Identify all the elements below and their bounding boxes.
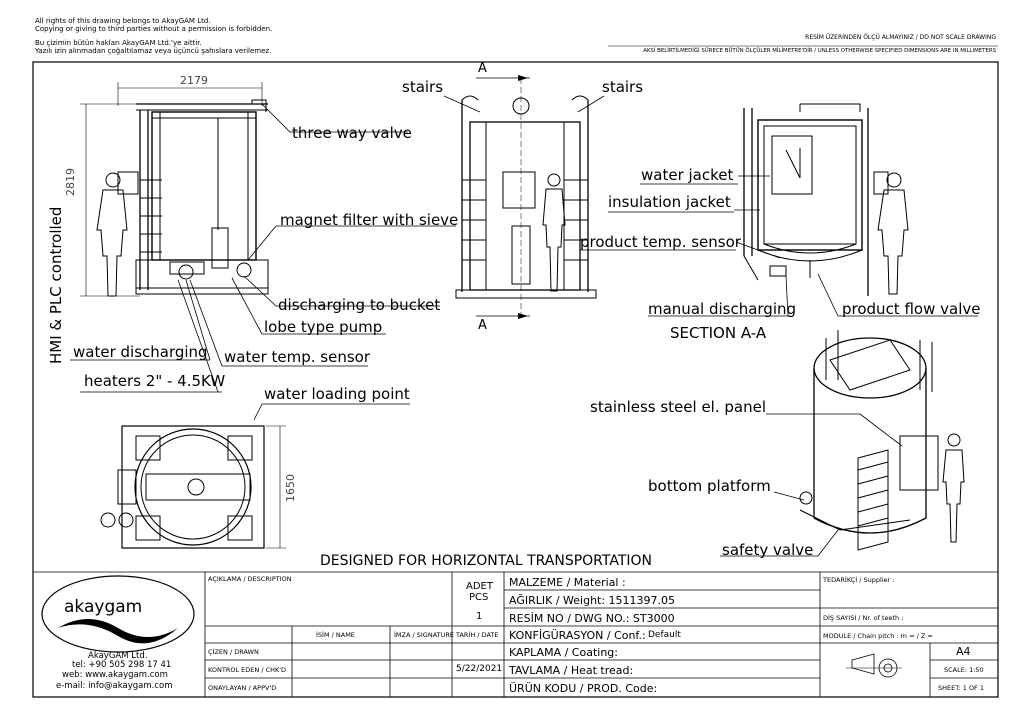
tb-sheet: SHEET: 1 OF 1 xyxy=(938,684,984,692)
label-three-way-valve: three way valve xyxy=(292,124,412,142)
label-water-discharging: water discharging xyxy=(73,343,208,361)
copyright-line-2: Copying or giving to third parties witho… xyxy=(35,25,273,33)
front-view xyxy=(80,82,269,297)
tb-size: A4 xyxy=(956,645,971,658)
tb-coating: KAPLAMA / Coating: xyxy=(509,646,618,659)
label-lobe-pump: lobe type pump xyxy=(264,318,383,336)
label-stairs-left: stairs xyxy=(402,78,444,96)
label-section-aa: SECTION A-A xyxy=(670,324,767,342)
label-discharging-bucket: discharging to bucket xyxy=(278,296,441,314)
tb-drawn: ÇİZEN / DRAWN xyxy=(208,648,259,656)
tb-scale: SCALE: 1:50 xyxy=(944,666,984,674)
label-safety-valve: safety valve xyxy=(722,541,814,559)
label-heaters: heaters 2" - 4.5KW xyxy=(84,372,226,390)
copyright-line-3: Bu çizimin bütün hakları AkayGAM Ltd.'ye… xyxy=(35,39,202,47)
do-not-scale-note: RESİM ÜZERİNDEN ÖLÇÜ ALMAYINIZ / DO NOT … xyxy=(805,34,996,41)
tb-pcs-header-2: PCS xyxy=(469,592,489,603)
tb-name-header: İSİM / NAME xyxy=(316,631,355,639)
tb-date-header: TARİH / DATE xyxy=(456,631,499,639)
label-manual-discharging: manual discharging xyxy=(648,300,797,318)
label-water-temp-sensor: water temp. sensor xyxy=(224,348,370,366)
tb-supplier: TEDARİKÇİ / Supplier : xyxy=(823,576,895,584)
label-product-flow-valve: product flow valve xyxy=(842,300,981,318)
label-water-jacket: water jacket xyxy=(641,166,734,184)
tb-teeth: DİŞ SAYISI / Nr. of teeth : xyxy=(823,614,904,622)
company-web: web: www.akaygam.com xyxy=(62,670,168,680)
label-water-loading: water loading point xyxy=(264,385,410,403)
tb-conf-value: Default xyxy=(648,630,681,640)
tb-pcs-header-1: ADET xyxy=(466,581,493,592)
logo-graphic xyxy=(41,575,195,653)
label-el-panel: stainless steel el. panel xyxy=(590,398,766,416)
tb-approved: ONAYLAYAN / APPV'D xyxy=(208,684,277,692)
iso-view xyxy=(720,330,965,557)
label-stairs-right: stairs xyxy=(602,78,644,96)
label-bottom-platform: bottom platform xyxy=(648,477,771,495)
top-view xyxy=(100,425,286,549)
tb-material: MALZEME / Material : xyxy=(509,576,626,589)
company-email: e-mail: info@akaygam.com xyxy=(56,681,173,691)
title-block-lines xyxy=(33,571,998,697)
units-note: AKSİ BELİRTİLMEDİĞİ SÜRECE BÜTÜN ÖLÇÜLER… xyxy=(643,48,996,54)
logo-text: akaygam xyxy=(64,597,143,617)
label-magnet-filter: magnet filter with sieve xyxy=(280,211,459,229)
tb-weight: AĞIRLIK / Weight: 1511397.05 xyxy=(509,594,676,607)
company-tel: tel: +90 505 298 17 41 xyxy=(72,660,172,670)
section-view xyxy=(580,103,978,317)
dim-width: 2179 xyxy=(180,74,208,87)
dim-height: 2819 xyxy=(64,168,77,196)
tb-pcs-value: 1 xyxy=(476,611,483,622)
tb-checked: KONTROL EDEN / CHK'D xyxy=(208,666,287,674)
tb-description-header: AÇIKLAMA / DESCRIPTION xyxy=(208,575,292,583)
label-product-temp-sensor: product temp. sensor xyxy=(580,233,741,251)
tb-conf-label: KONFİGÜRASYON / Conf.: xyxy=(509,629,646,642)
tb-date-value: 5/22/2021 xyxy=(456,664,503,674)
dim-depth: 1650 xyxy=(284,474,297,502)
section-mark-bottom: A xyxy=(478,318,487,333)
label-insulation-jacket: insulation jacket xyxy=(608,193,731,211)
tb-prod-code: ÜRÜN KODU / PROD. Code: xyxy=(509,682,658,695)
label-hmi-plc: HMI & PLC controlled xyxy=(47,206,65,364)
side-view xyxy=(443,77,605,317)
tb-dwg-no: RESİM NO / DWG NO.: ST3000 xyxy=(509,612,675,625)
copyright-line-4: Yazılı izin alınmadan çoğaltılamaz veya … xyxy=(35,47,272,55)
section-mark-top: A xyxy=(478,61,487,76)
copyright-line-1: All rights of this drawing belongs to Ak… xyxy=(35,17,211,25)
company-name: AkayGAM Ltd. xyxy=(88,651,148,661)
label-designed-for: DESIGNED FOR HORIZONTAL TRANSPORTATION xyxy=(320,553,653,569)
tb-heat-tread: TAVLAMA / Heat tread: xyxy=(509,664,634,677)
tb-module: MODULE / Chain pitch : m = / Z = xyxy=(823,632,933,640)
tb-signature-header: İMZA / SIGNATURE xyxy=(394,631,454,639)
